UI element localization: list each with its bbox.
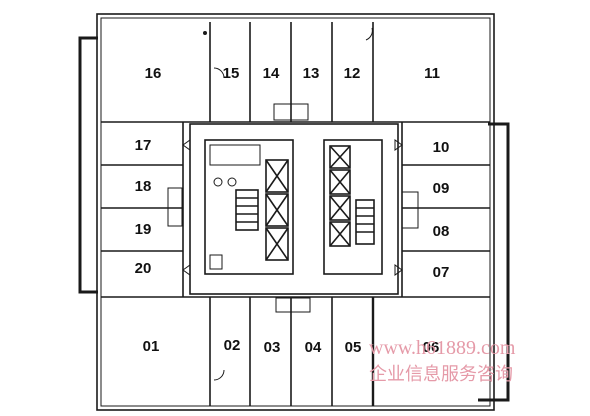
unit-16-label: 16 — [145, 65, 162, 82]
unit-10-label: 10 — [433, 139, 450, 156]
left-bracket — [78, 36, 98, 294]
unit-12-label: 12 — [344, 65, 361, 82]
unit-01-label: 01 — [143, 338, 160, 355]
watermark-text: 企业信息服务咨询 — [369, 364, 513, 385]
unit-11-label: 11 — [424, 65, 440, 82]
unit-03-label: 03 — [264, 339, 281, 356]
unit-09-label: 09 — [433, 180, 450, 197]
outer-wall — [96, 13, 495, 411]
unit-05-label: 05 — [345, 339, 362, 356]
unit-17-label: 17 — [135, 137, 152, 154]
unit-08-label: 08 — [433, 223, 450, 240]
unit-04-label: 04 — [305, 339, 322, 356]
core-outline — [189, 123, 399, 295]
unit-20-label: 20 — [135, 260, 152, 277]
stair-left — [235, 189, 259, 231]
core-left-block — [204, 139, 294, 275]
unit-02-label: 02 — [224, 337, 241, 354]
unit-15-label: 15 — [223, 65, 240, 82]
inner-wall — [100, 17, 491, 407]
unit-13-label: 13 — [303, 65, 320, 82]
right-bracket — [478, 122, 510, 402]
unit-07-label: 07 — [433, 264, 450, 281]
unit-18-label: 18 — [135, 178, 152, 195]
core-right-block — [323, 139, 383, 275]
unit-19-label: 19 — [135, 221, 152, 238]
unit-14-label: 14 — [263, 65, 280, 82]
watermark-url: www.h61889.com — [369, 337, 516, 359]
unit-06-label: 06 — [423, 339, 440, 356]
stair-right — [355, 199, 375, 245]
